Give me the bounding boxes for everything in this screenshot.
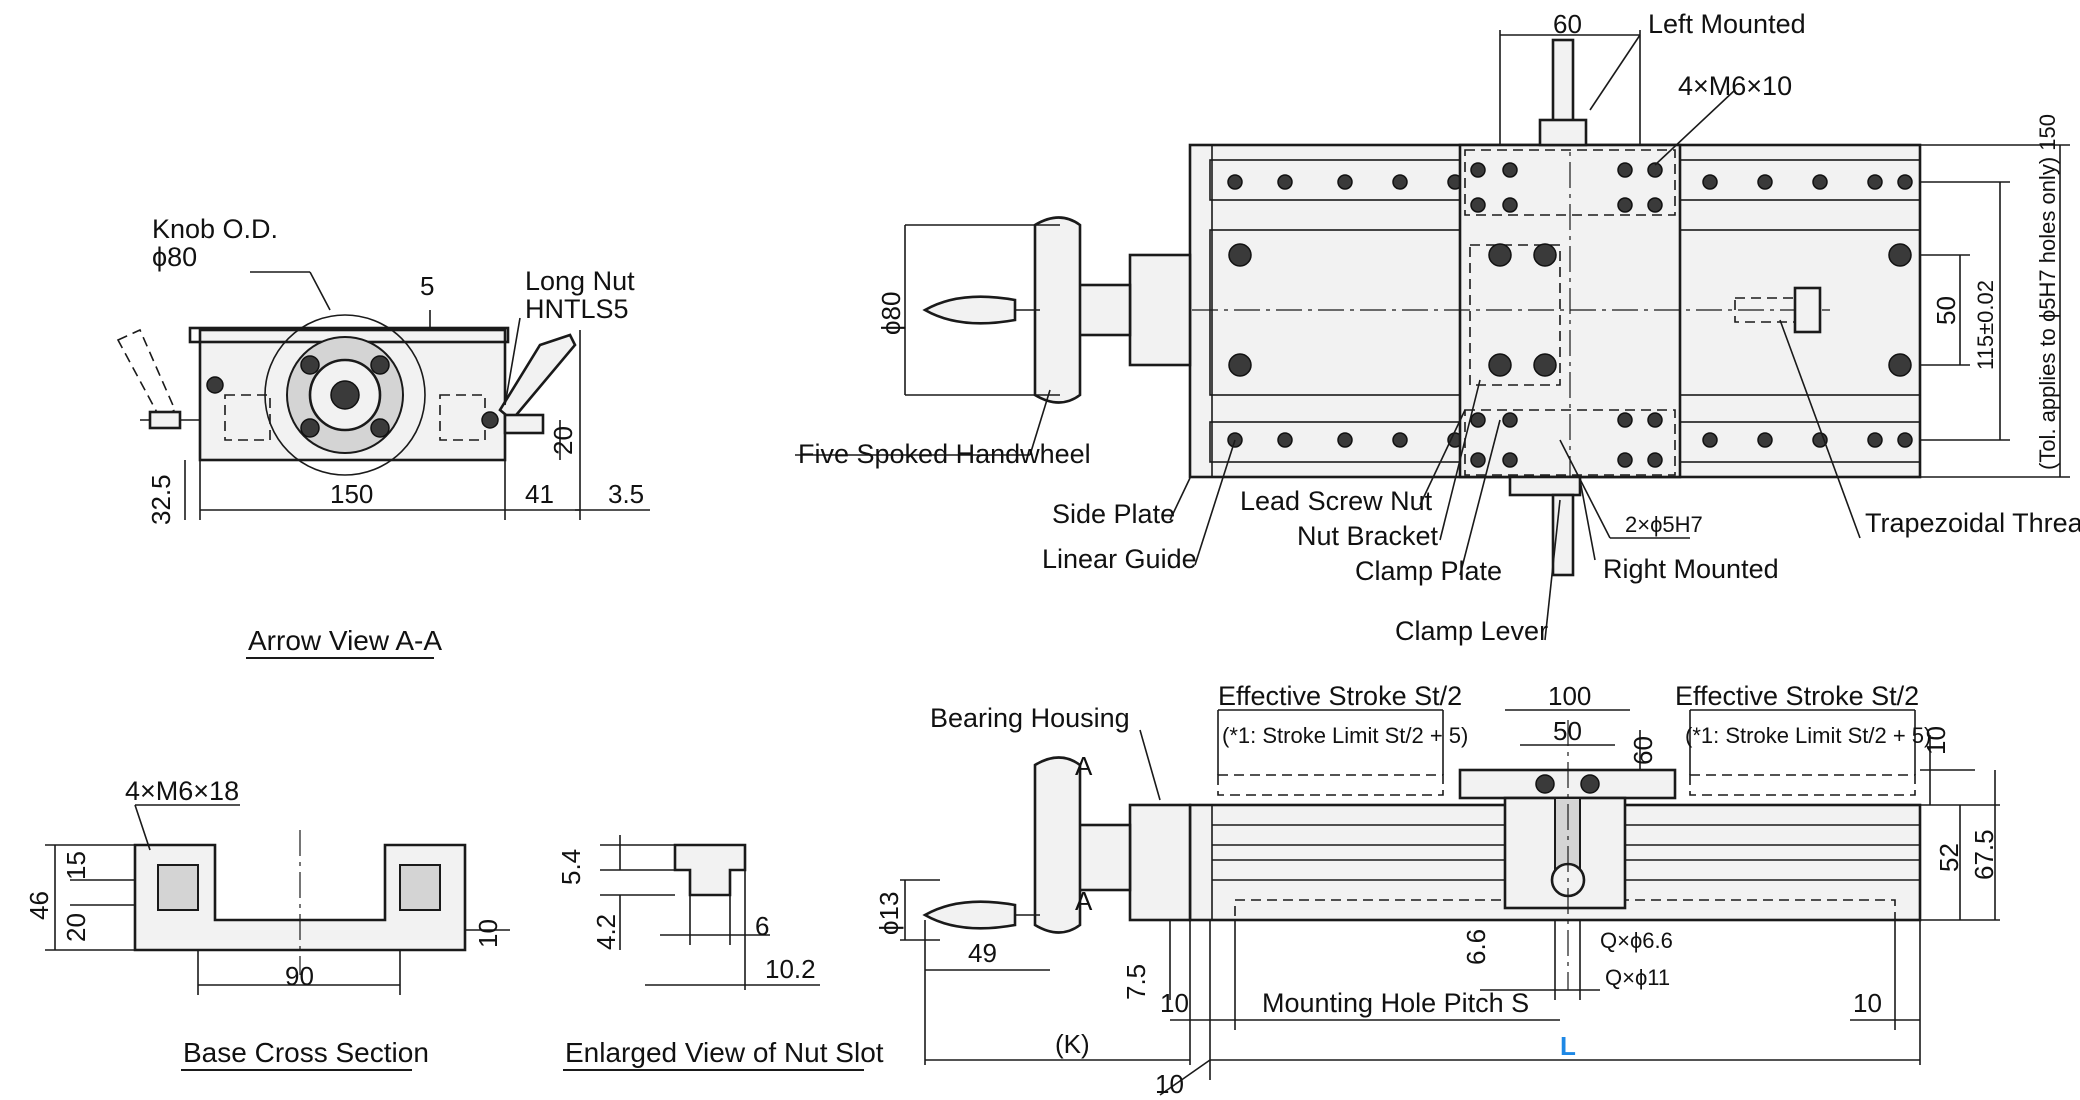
side-plate-label: Side Plate bbox=[1052, 499, 1175, 529]
lead-screw-nut-label: Lead Screw Nut bbox=[1240, 486, 1433, 516]
dim-10-2: 10.2 bbox=[765, 954, 816, 984]
pin-holes-label: 2×ϕ5H7 bbox=[1625, 512, 1703, 537]
side-dim-k: (K) bbox=[1055, 1029, 1090, 1059]
left-mounted-label: Left Mounted bbox=[1648, 9, 1806, 39]
handwheel-label: Five Spoked Handwheel bbox=[798, 439, 1091, 469]
nut-slot-view: 5.4 4.2 6 10.2 Enlarged View of Nut Slot bbox=[556, 835, 884, 1071]
side-dim-52: 52 bbox=[1934, 843, 1964, 872]
knob-od-label: Knob O.D. bbox=[152, 214, 278, 244]
top-dim-115: 115±0.02 bbox=[1973, 280, 1998, 370]
knob-od-dim: ϕ80 bbox=[152, 242, 197, 272]
side-dim-6-6: 6.6 bbox=[1461, 929, 1491, 965]
dim-20-base: 20 bbox=[61, 913, 91, 942]
clamp-lever-label: Clamp Lever bbox=[1395, 616, 1548, 646]
side-dim-60: 60 bbox=[1628, 736, 1658, 765]
linear-guide-label: Linear Guide bbox=[1042, 544, 1197, 574]
dim-6: 6 bbox=[755, 911, 769, 941]
dim-3-5: 3.5 bbox=[608, 479, 644, 509]
nut-bracket-label: Nut Bracket bbox=[1297, 521, 1439, 551]
limit-left-label: (*1: Stroke Limit St/2 + 5) bbox=[1222, 723, 1468, 748]
section-mark-bottom: A bbox=[1075, 886, 1093, 916]
section-mark-top: A bbox=[1075, 751, 1093, 781]
nut-slot-caption: Enlarged View of Nut Slot bbox=[565, 1037, 884, 1068]
dim-4-2: 4.2 bbox=[591, 914, 621, 950]
dim-46: 46 bbox=[24, 891, 54, 920]
dim-41: 41 bbox=[525, 479, 554, 509]
limit-right-label: (*1: Stroke Limit St/2 + 5) bbox=[1685, 723, 1931, 748]
top-dim-60: 60 bbox=[1553, 9, 1582, 39]
base-tap-label: 4×M6×18 bbox=[125, 776, 239, 806]
dim-5: 5 bbox=[420, 271, 434, 301]
side-dim-100: 100 bbox=[1548, 681, 1591, 711]
q-hole-66: Q×ϕ6.6 bbox=[1600, 928, 1673, 953]
stroke-right-label: Effective Stroke St/2 bbox=[1675, 681, 1919, 711]
side-view: Bearing Housing Effective Stroke St/2 Ef… bbox=[874, 681, 2000, 1099]
side-dim-10-a: 10 bbox=[1160, 988, 1189, 1018]
pitch-label: Mounting Hole Pitch S bbox=[1262, 988, 1529, 1018]
dim-32-5: 32.5 bbox=[146, 474, 176, 525]
top-rail-holes bbox=[1227, 174, 1913, 448]
dim-90: 90 bbox=[285, 961, 314, 991]
dim-150: 150 bbox=[330, 479, 373, 509]
top-view: 60 Left Mounted 4×M6×10 ϕ80 Five Spoked … bbox=[795, 9, 2080, 646]
stroke-left-label: Effective Stroke St/2 bbox=[1218, 681, 1462, 711]
side-dim-67-5: 67.5 bbox=[1969, 829, 1999, 880]
dim-5-4: 5.4 bbox=[556, 849, 586, 885]
bearing-housing-label: Bearing Housing bbox=[930, 703, 1130, 733]
top-dim-50: 50 bbox=[1931, 296, 1961, 325]
handwheel-dim: ϕ80 bbox=[876, 292, 906, 335]
side-dim-49: 49 bbox=[968, 938, 997, 968]
dim-15: 15 bbox=[61, 851, 91, 880]
trapezoidal-label: Trapezoidal Thread bbox=[1865, 508, 2080, 538]
dim-20: 20 bbox=[548, 426, 578, 455]
q-hole-11: Q×ϕ11 bbox=[1605, 965, 1670, 990]
long-nut-label: Long Nut bbox=[525, 266, 635, 296]
clamp-plate-label: Clamp Plate bbox=[1355, 556, 1502, 586]
base-section-caption: Base Cross Section bbox=[183, 1037, 429, 1068]
side-dim-7-5: 7.5 bbox=[1121, 964, 1151, 1000]
arrow-view-a-a: Knob O.D. ϕ80 Long Nut HNTLS5 5 150 41 3… bbox=[116, 214, 650, 659]
arrow-view-caption: Arrow View A-A bbox=[248, 625, 442, 656]
dim-10-base: 10 bbox=[473, 919, 503, 948]
base-cross-section: 4×M6×18 46 15 20 90 10 Base Cross Sectio… bbox=[24, 776, 510, 1071]
side-dim-L: L bbox=[1560, 1031, 1576, 1061]
top-tap-label: 4×M6×10 bbox=[1678, 71, 1792, 101]
right-mounted-label: Right Mounted bbox=[1603, 554, 1779, 584]
side-dim-10-c: 10 bbox=[1155, 1069, 1184, 1099]
top-dim-150-note: (Tol. applies to ϕ5H7 holes only) 150 bbox=[2035, 114, 2060, 470]
side-dim-10-top: 10 bbox=[1921, 726, 1951, 755]
side-dim-50: 50 bbox=[1553, 716, 1582, 746]
side-dim-phi13: ϕ13 bbox=[874, 892, 904, 935]
long-nut-part: HNTLS5 bbox=[525, 294, 629, 324]
side-dim-10-b: 10 bbox=[1853, 988, 1882, 1018]
